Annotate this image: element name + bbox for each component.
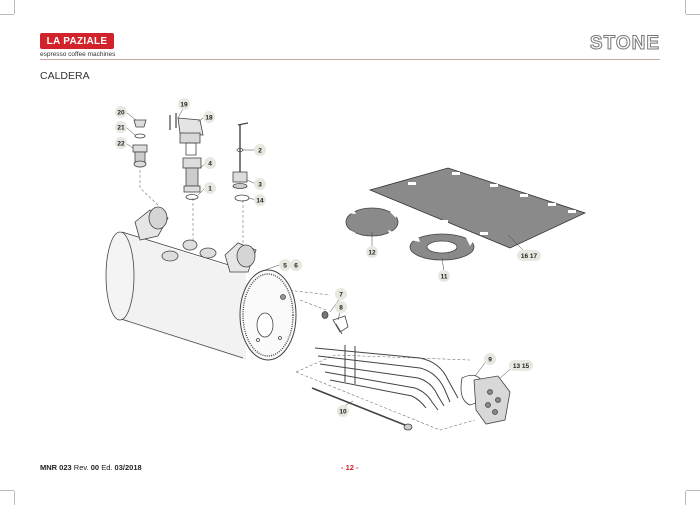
callout-1: 1	[208, 186, 212, 193]
callout-22: 22	[117, 141, 125, 148]
callout-12: 12	[368, 250, 376, 257]
crop-mark	[685, 491, 686, 505]
callout-4: 4	[208, 161, 212, 168]
model-brand: STONE	[589, 33, 660, 55]
footer-doc-info: MNR 023 Rev. 00 Ed. 03/2018	[40, 463, 142, 472]
callout-19: 19	[180, 102, 188, 109]
callout-16-17: 16 17	[521, 253, 538, 260]
crop-mark	[685, 0, 686, 14]
logo-text: LA PAZIALE	[46, 35, 108, 47]
callout-6: 6	[294, 263, 298, 270]
callout-20: 20	[117, 110, 125, 117]
callout-2: 2	[258, 148, 262, 155]
ed-value: 03/2018	[114, 463, 142, 472]
page-number: - 12 -	[341, 463, 359, 472]
crop-mark	[0, 14, 14, 15]
header-divider	[40, 59, 660, 60]
crop-mark	[14, 491, 15, 505]
callout-9: 9	[488, 357, 492, 364]
callout-11: 11	[441, 274, 448, 281]
callout-3: 3	[258, 182, 262, 189]
callout-18: 18	[205, 115, 213, 122]
brand-logo: LA PAZIALE	[40, 33, 114, 49]
callout-13-15: 13 15	[513, 363, 530, 370]
callout-10: 10	[339, 409, 347, 416]
crop-mark	[0, 490, 14, 491]
crop-mark	[14, 0, 15, 14]
tagline: espresso coffee machines	[40, 51, 116, 58]
crop-mark	[686, 490, 700, 491]
callout-7: 7	[339, 292, 343, 299]
callout-21: 21	[117, 125, 125, 132]
rev-value: 00	[90, 463, 100, 472]
callout-8: 8	[339, 305, 343, 312]
manual-code: MNR 023	[40, 463, 72, 472]
crop-mark	[686, 14, 700, 15]
ed-label: Ed.	[101, 463, 113, 472]
section-title: CALDERA	[40, 70, 90, 82]
rev-label: Rev.	[73, 463, 89, 472]
callout-14: 14	[256, 198, 264, 205]
callout-5: 5	[283, 263, 287, 270]
